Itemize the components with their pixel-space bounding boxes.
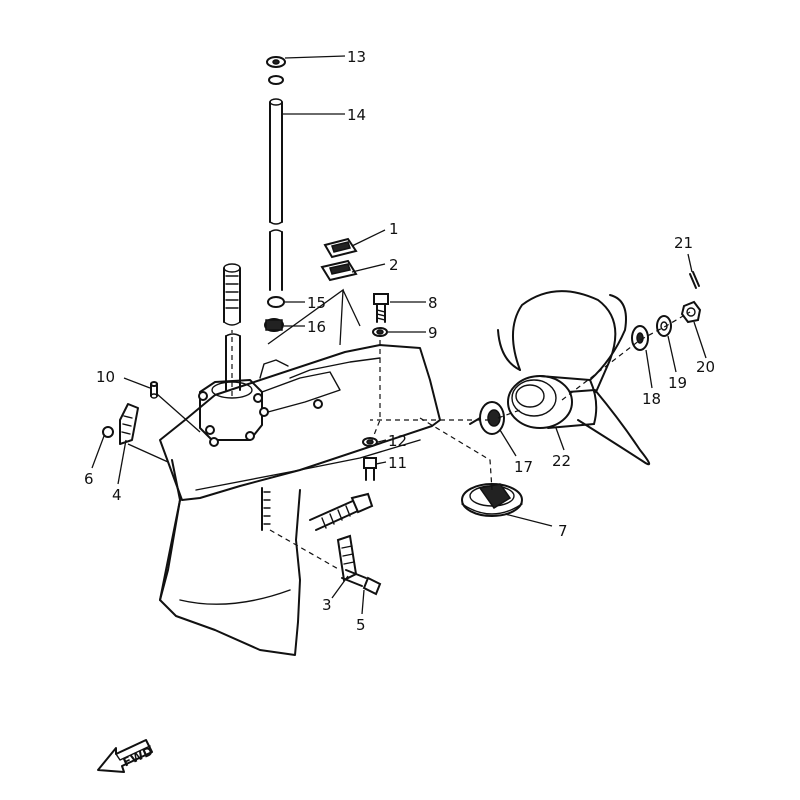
- bolt-part-8: [372, 293, 389, 337]
- drive-shaft: [223, 263, 241, 391]
- pin-part-10: [150, 381, 158, 399]
- callout-10: 10: [96, 368, 115, 386]
- washer-part-19: [656, 315, 672, 337]
- callout-22: 22: [552, 452, 571, 470]
- callout-2: 2: [389, 256, 399, 274]
- forward-arrow-icon: FWD: [97, 739, 155, 773]
- fwd-label: FWD: [121, 744, 155, 770]
- callout-11: 11: [388, 454, 407, 472]
- callout-1: 1: [389, 220, 399, 238]
- trim-tab-part-3: [336, 534, 382, 596]
- spacer-part-17: [469, 401, 505, 435]
- callout-15: 15: [307, 294, 326, 312]
- callout-4: 4: [112, 486, 122, 504]
- callout-5: 5: [356, 616, 366, 634]
- cotter-pin-part-21: [689, 271, 700, 289]
- thrust-washer-part-18: [631, 325, 649, 351]
- nut-part-20: [680, 300, 702, 324]
- cover-part-7: [461, 483, 523, 517]
- insert-parts-1-2: [320, 237, 358, 282]
- propeller-part-22: [497, 290, 651, 466]
- callout-labels: 1 2 3 4 5 6 7 8 9 10 11 12 13 14 15 16 1…: [84, 48, 715, 634]
- callout-19: 19: [668, 374, 687, 392]
- callout-12: 12: [388, 432, 407, 450]
- lower-casing: [159, 344, 441, 656]
- callout-14: 14: [347, 106, 366, 124]
- callout-6: 6: [84, 470, 94, 488]
- callout-3: 3: [322, 596, 332, 614]
- callout-16: 16: [307, 318, 326, 336]
- callout-9: 9: [428, 324, 438, 342]
- callout-7: 7: [558, 522, 568, 540]
- callout-21: 21: [674, 234, 693, 252]
- anode-part-4: [102, 403, 139, 445]
- callout-8: 8: [428, 294, 438, 312]
- callout-13: 13: [347, 48, 366, 66]
- shift-rod-assembly: [264, 56, 286, 332]
- leader-lines: [91, 55, 707, 615]
- callout-20: 20: [696, 358, 715, 376]
- bolt-part-11: [362, 437, 378, 481]
- alignment-lines: [231, 311, 691, 571]
- callout-17: 17: [514, 458, 533, 476]
- anode-screw: [309, 492, 374, 531]
- callout-18: 18: [642, 390, 661, 408]
